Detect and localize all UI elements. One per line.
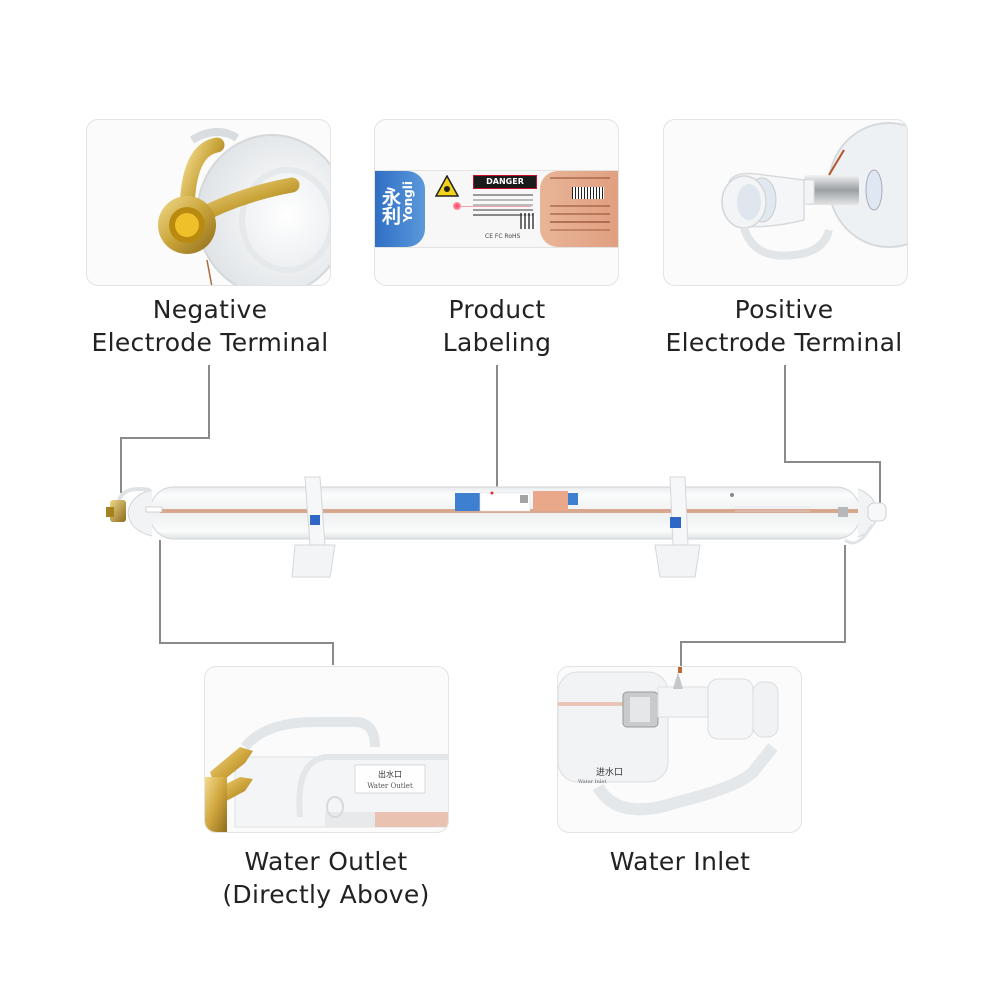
water-outlet-photo: 出水口 Water Outlet <box>204 666 449 833</box>
label-spec-panel <box>540 171 618 247</box>
caption-line: Negative <box>152 295 268 324</box>
product-label-photo: 永利 Yongli DANGER CE FC RoHS <box>374 119 619 286</box>
svg-text:Water Outlet: Water Outlet <box>367 782 413 790</box>
cert-marks: CE FC RoHS <box>485 233 521 240</box>
laser-beam <box>461 206 531 207</box>
negative-electrode-illustration <box>158 128 330 285</box>
caption-line: Water Inlet <box>609 847 751 876</box>
water-inlet-illustration: 进水口 Water Inlet <box>558 667 779 816</box>
caption-positive-electrode: Positive Electrode Terminal <box>634 293 934 359</box>
caption-water-inlet: Water Inlet <box>530 845 830 878</box>
laser-dot <box>453 202 461 210</box>
connector-negative <box>208 365 210 438</box>
danger-badge: DANGER <box>473 175 537 189</box>
laser-warning-icon <box>435 175 459 197</box>
caption-water-outlet: Water Outlet (Directly Above) <box>176 845 476 911</box>
inlet-sticker-cn: 进水口 <box>596 766 623 778</box>
positive-terminal <box>867 502 887 522</box>
connector-product <box>496 365 498 493</box>
connector-positive <box>879 461 881 506</box>
left-mount-bracket <box>291 476 336 578</box>
brand-cn: 永利 <box>379 187 401 225</box>
connector-negative <box>120 437 122 493</box>
connector-negative <box>120 437 210 439</box>
inlet-sticker-en: Water Inlet <box>578 779 606 785</box>
connector-water-inlet <box>844 545 846 642</box>
barcode <box>572 187 604 199</box>
caption-product-labeling: Product Labeling <box>347 293 647 359</box>
connector-water-inlet <box>680 641 846 643</box>
negative-electrode-photo <box>86 119 331 286</box>
laser-tube <box>106 476 887 578</box>
connector-positive <box>784 365 786 462</box>
caption-line: (Directly Above) <box>222 880 430 909</box>
caption-line: Water Outlet <box>244 847 408 876</box>
connector-water-outlet <box>332 642 334 665</box>
label-brand-panel: 永利 Yongli <box>375 171 425 247</box>
label-sticker: 永利 Yongli DANGER CE FC RoHS <box>375 170 618 248</box>
water-outlet-illustration: 出水口 Water Outlet <box>205 717 448 832</box>
outlet-sticker <box>354 764 426 794</box>
caption-line: Electrode Terminal <box>665 328 903 357</box>
brand-en: Yongli <box>401 181 415 223</box>
connector-water-outlet <box>159 540 161 643</box>
positive-electrode-photo <box>663 119 908 286</box>
connector-positive <box>784 461 880 463</box>
water-inlet-photo: 进水口 Water Inlet <box>557 666 802 833</box>
right-mount-bracket <box>654 476 701 578</box>
tube-label <box>455 491 578 512</box>
qr-code <box>520 213 536 229</box>
caption-line: Labeling <box>442 328 552 357</box>
connector-water-inlet <box>680 641 682 673</box>
positive-electrode-illustration <box>721 122 907 260</box>
caption-line: Positive <box>734 295 834 324</box>
connector-water-outlet <box>159 642 333 644</box>
label-fine-print <box>473 191 533 219</box>
svg-text:出水口: 出水口 <box>378 769 402 779</box>
caption-line: Electrode Terminal <box>91 328 329 357</box>
caption-line: Product <box>448 295 546 324</box>
caption-negative-electrode: Negative Electrode Terminal <box>60 293 360 359</box>
